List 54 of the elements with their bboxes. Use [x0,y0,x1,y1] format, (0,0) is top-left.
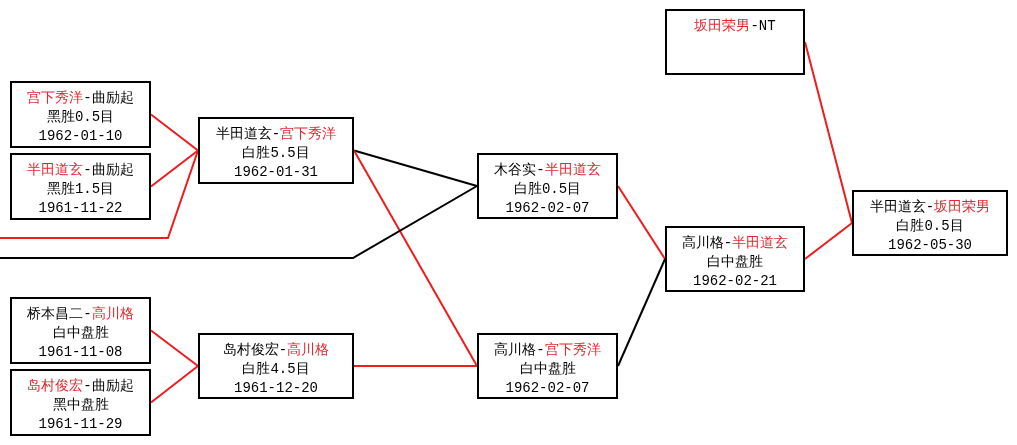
bracket-line [150,149,199,188]
bracket-line [353,365,478,367]
date-text: 1962-01-31 [234,163,318,182]
date-text: 1961-11-08 [38,343,123,362]
date-text: 1961-11-29 [38,415,123,434]
result-text: 黑中盘胜 [52,396,109,415]
result-text: 白胜0.5目 [896,217,964,236]
bracket-line [150,365,199,404]
match-title: 岛村俊宏-曲励起 [27,377,134,396]
result-text: 黑胜1.5目 [46,180,115,199]
result-text: 白中盘胜 [519,360,576,379]
bracket-line [617,258,666,367]
bracket-line [0,185,478,259]
match-title: 高川格-半田道玄 [681,234,789,253]
result-text: 白中盘胜 [707,253,763,272]
match-title: 桥本昌二-高川格 [27,305,134,324]
bracket-line [804,222,853,260]
match-title: 宫下秀洋-曲励起 [27,89,134,108]
bracket-line [150,113,199,152]
result-text: 白胜5.5目 [242,144,310,163]
date-text: 1961-11-22 [38,199,123,218]
bracket-line [353,149,478,367]
match-box [10,81,151,148]
bracket-line [150,329,199,367]
date-text: 1961-12-20 [234,379,318,398]
match-box [10,153,151,220]
bracket-line [353,149,478,187]
result-text: 白中盘胜 [52,324,109,343]
match-title: 坂田荣男-NT [694,17,776,36]
date-text: 1962-02-21 [693,272,777,291]
result-text: 黑胜0.5目 [46,108,115,127]
bracket-line [617,185,666,260]
match-box [198,117,354,184]
date-text: 1962-01-10 [38,127,123,146]
result-text: 白胜4.5目 [242,360,310,379]
match-box [477,153,618,219]
match-title: 半田道玄-坂田荣男 [869,198,991,217]
match-box [10,369,151,436]
date-text: 1962-02-07 [505,379,590,398]
date-text: 1962-02-07 [505,199,590,218]
match-title: 木谷实-半田道玄 [494,161,601,180]
match-box [10,297,151,364]
match-title: 半田道玄-曲励起 [27,161,134,180]
match-title: 高川格-宫下秀洋 [494,341,601,360]
match-box [852,190,1008,256]
match-box [477,333,618,399]
result-text: 白胜0.5目 [513,180,582,199]
match-box [665,226,805,292]
match-title: 半田道玄-宫下秀洋 [215,125,337,144]
bracket-line [0,149,199,239]
match-title: 岛村俊宏-高川格 [222,341,330,360]
match-box [198,333,354,399]
match-box [665,9,805,75]
date-text: 1962-05-30 [888,236,972,255]
